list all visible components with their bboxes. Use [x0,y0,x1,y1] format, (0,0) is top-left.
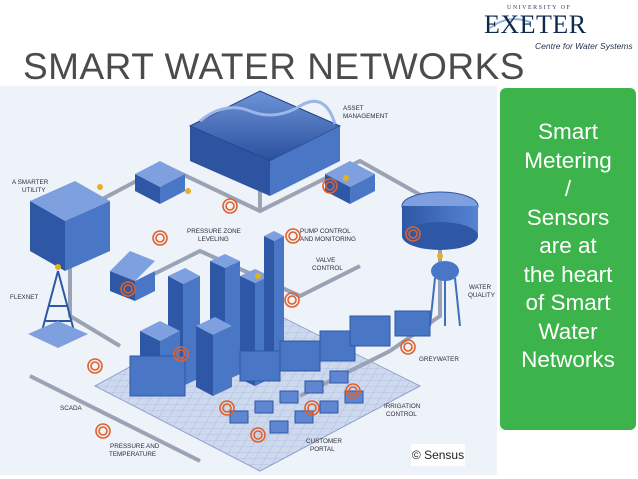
label-pump-control-2: AND MONITORING [300,236,356,243]
callout-line: the heart [523,261,613,287]
label-valve-control-2: CONTROL [312,265,343,272]
pump-house-left [135,161,185,204]
label-smarter-utility-1: A SMARTER [12,179,49,186]
antenna-markers [55,175,443,279]
asset-management-reservoir [188,90,342,196]
label-asset-management-1: ASSET [343,105,364,112]
logo-university-of: UNIVERSITY OF [507,5,572,11]
label-pressure-zone-1: PRESSURE ZONE [187,228,241,235]
label-water-quality-1: WATER [469,284,491,291]
label-flexnet: FLEXNET [10,294,38,301]
copyright-notice: © Sensus [411,444,465,466]
flexnet-radio-mast [28,270,88,348]
utility-building [30,181,110,271]
callout-line: Networks [521,347,615,372]
label-pressure-temp-2: TEMPERATURE [109,451,156,458]
logo-swoosh-icon [489,18,531,29]
label-irrigation-2: CONTROL [386,411,417,418]
water-tower [429,261,461,327]
label-irrigation-1: IRRIGATION [384,403,421,410]
callout-line: Metering [524,147,612,173]
label-customer-portal-1: CUSTOMER [306,438,342,445]
label-scada: SCADA [60,405,82,412]
smart-water-network-diagram: ASSET MANAGEMENT A SMARTER UTILITY WATER… [0,86,497,475]
label-pump-control-1: PUMP CONTROL [300,228,351,235]
callout-line: Smart [537,119,598,144]
label-smarter-utility-2: UTILITY [22,187,46,194]
label-greywater: GREYWATER [419,356,459,363]
callout-line: Water [538,318,598,344]
callout-line: of Smart [525,290,611,315]
label-customer-portal-2: PORTAL [310,446,335,453]
callout-line: are at [539,233,597,258]
label-asset-management-2: MANAGEMENT [343,113,388,120]
logo-subtitle: Centre for Water Systems [535,41,633,51]
callout-line: Sensors [526,204,610,230]
slide-title: SMART WATER NETWORKS [23,46,525,87]
label-pressure-zone-2: LEVELING [198,236,229,243]
label-water-quality-2: QUALITY [468,292,496,299]
label-valve-control-1: VALVE [316,257,335,264]
logo-name: EXETER [484,10,587,39]
city-low-rise-blocks [129,310,431,397]
callout-line: / [564,176,572,201]
smart-metering-callout: Smart Metering / Sensors are at the hear… [500,88,636,430]
sensor-markers [87,178,421,443]
university-logo: UNIVERSITY OF EXETER Centre for Water Sy… [478,4,634,52]
label-pressure-temp-1: PRESSURE AND [110,443,160,450]
